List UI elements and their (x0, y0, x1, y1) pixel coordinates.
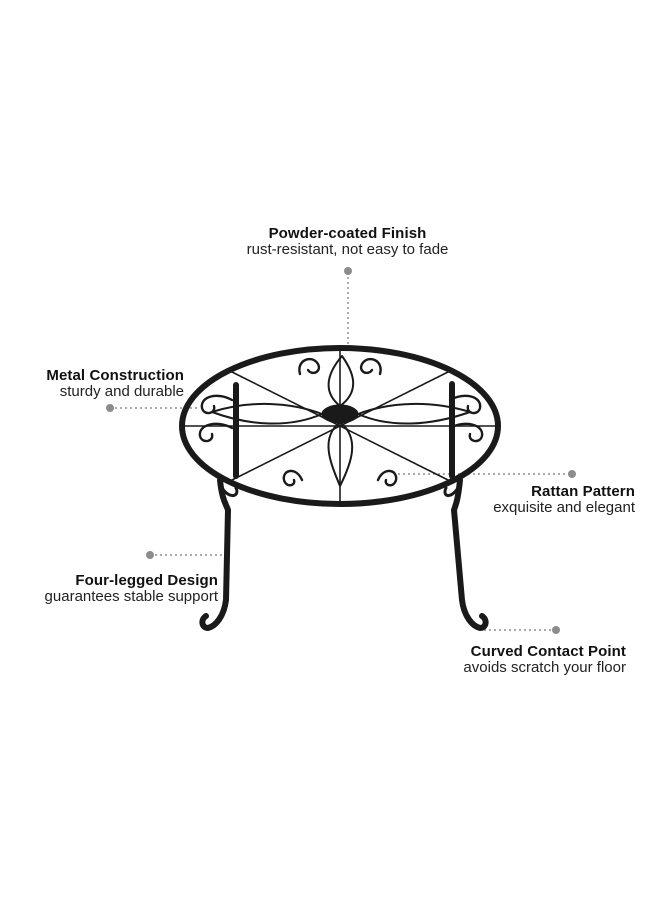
callout-curved-contact: Curved Contact Point avoids scratch your… (420, 644, 626, 676)
callout-subtitle: sturdy and durable (59, 382, 184, 400)
leg-scroll-left (220, 486, 239, 497)
leader-dots (106, 267, 576, 634)
dot-rattan (568, 470, 576, 478)
dot-curved (552, 626, 560, 634)
callout-title: Metal Construction (46, 367, 184, 384)
plant-stand (179, 345, 501, 631)
outer-ring (179, 345, 501, 507)
front-leg-left (199, 477, 231, 631)
spokes (183, 349, 497, 503)
dot-powder (344, 267, 352, 275)
callout-title: Curved Contact Point (470, 643, 626, 660)
callout-powder-coated: Powder-coated Finish rust-resistant, not… (225, 226, 470, 258)
dot-four (146, 551, 154, 559)
callout-subtitle: guarantees stable support (44, 587, 218, 605)
front-leg-right (451, 477, 489, 631)
callout-subtitle: exquisite and elegant (493, 498, 635, 516)
callout-metal-construction: Metal Construction sturdy and durable (18, 368, 184, 400)
dot-metal (106, 404, 114, 412)
callout-title: Four-legged Design (75, 572, 218, 589)
callout-rattan-pattern: Rattan Pattern exquisite and elegant (430, 484, 635, 516)
callout-subtitle: avoids scratch your floor (463, 658, 626, 676)
curl-scrolls (198, 357, 484, 487)
leg-scroll-right (443, 486, 460, 497)
callout-title: Rattan Pattern (531, 483, 635, 500)
callout-title: Powder-coated Finish (268, 225, 427, 242)
center-disc (321, 404, 359, 424)
callout-four-legged: Four-legged Design guarantees stable sup… (18, 573, 218, 605)
callout-subtitle: rust-resistant, not easy to fade (246, 240, 449, 258)
